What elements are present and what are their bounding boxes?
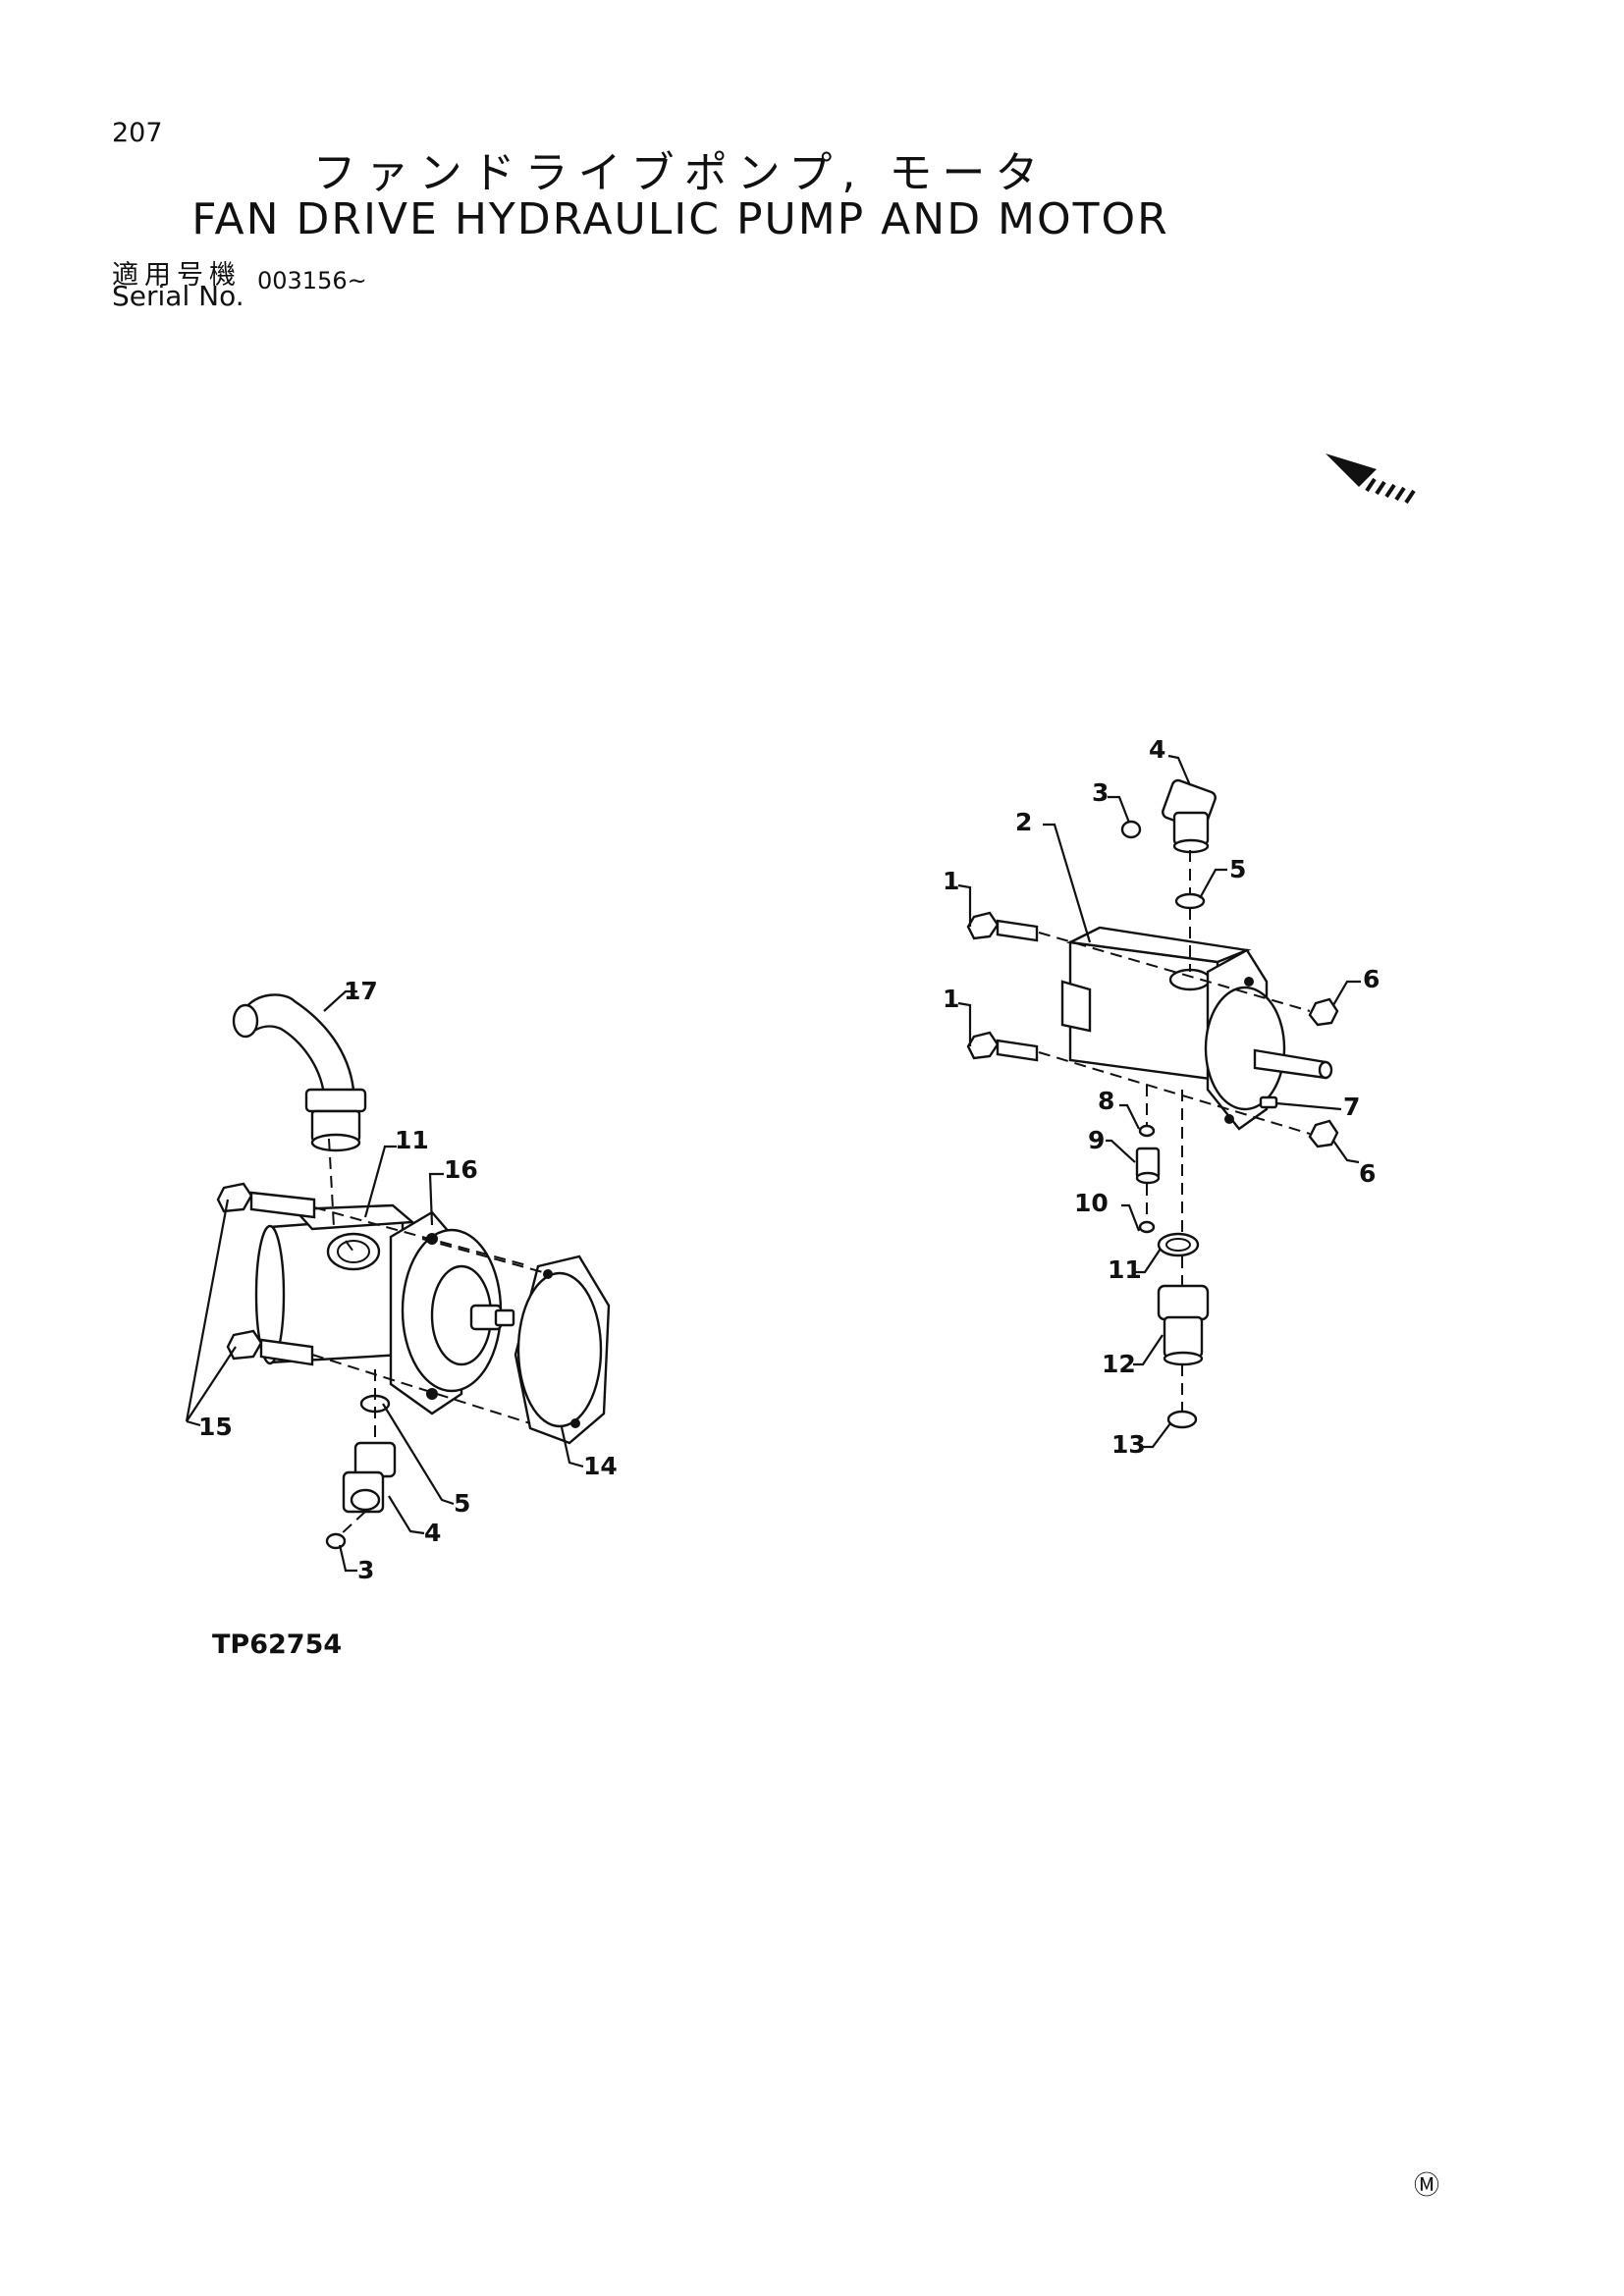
- title-japanese: ファンドライブポンプ, モータ: [312, 148, 1049, 198]
- callout-14: 14: [583, 1452, 618, 1480]
- callout-12: 12: [1102, 1350, 1136, 1378]
- callout-8: 8: [1098, 1087, 1114, 1115]
- callout-1-upper: 1: [943, 867, 959, 895]
- callout-7: 7: [1343, 1093, 1360, 1121]
- callout-1-lower: 1: [943, 985, 959, 1013]
- callout-4-left: 4: [424, 1519, 441, 1547]
- callout-15: 15: [198, 1413, 233, 1441]
- callout-13: 13: [1111, 1430, 1146, 1459]
- callout-4-right: 4: [1149, 735, 1165, 764]
- title-english: FAN DRIVE HYDRAULIC PUMP AND MOTOR: [191, 194, 1169, 244]
- callout-17: 17: [344, 977, 378, 1005]
- callout-9: 9: [1088, 1126, 1105, 1154]
- callout-5-left: 5: [454, 1489, 470, 1518]
- right-motor-assembly: [957, 754, 1361, 1449]
- callout-6-lower: 6: [1359, 1159, 1376, 1188]
- left-pump-assembly: [185, 989, 611, 1573]
- serial-value: 003156~: [257, 267, 367, 294]
- callout-3-right: 3: [1092, 778, 1109, 807]
- callout-11-left: 11: [395, 1126, 429, 1154]
- page-number: 207: [112, 118, 163, 148]
- callout-16: 16: [444, 1155, 478, 1184]
- serial-label-english: Serial No.: [112, 280, 244, 312]
- callout-5-right: 5: [1229, 855, 1246, 883]
- callout-11-right: 11: [1108, 1255, 1142, 1284]
- corner-mark: Ⓜ: [1414, 2171, 1440, 2201]
- direction-arrow-icon: [1326, 454, 1416, 505]
- figure-code: TP62754: [212, 1629, 343, 1660]
- callout-6-upper: 6: [1363, 965, 1380, 993]
- serial-label-japanese: 適用号機: [112, 260, 242, 291]
- callout-3-left: 3: [357, 1556, 374, 1584]
- callout-2: 2: [1015, 808, 1032, 836]
- callout-10: 10: [1074, 1189, 1109, 1217]
